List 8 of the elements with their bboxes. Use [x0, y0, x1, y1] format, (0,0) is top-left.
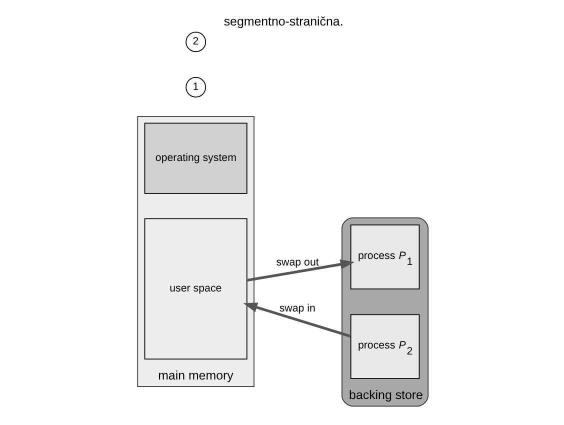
node-circle: 2	[186, 32, 206, 52]
node-box: user space	[144, 218, 248, 360]
edge-label: swap in	[279, 302, 316, 315]
node-circle: 1	[186, 77, 206, 98]
node-box: operating system	[144, 122, 248, 194]
diagram-title: segmentno-stranična.	[224, 14, 344, 28]
edge-label: swap out	[276, 256, 319, 268]
arrow	[246, 259, 355, 282]
